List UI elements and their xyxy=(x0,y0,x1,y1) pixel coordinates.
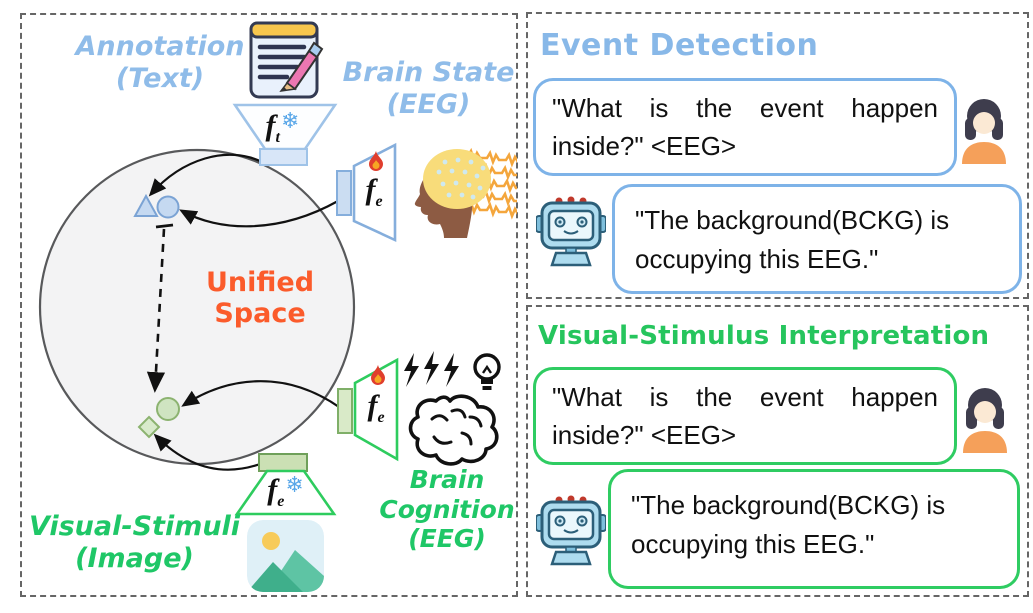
user-message-bubble: "What is the event happen inside?" <EEG> xyxy=(533,78,957,176)
unified-space-label: Unified Space xyxy=(205,267,315,330)
image-to-space-arrow xyxy=(153,433,264,471)
eeg-embedding-circle xyxy=(156,195,180,219)
snowflake-icon: ❄ xyxy=(281,109,300,134)
brain-encoder-output xyxy=(337,388,353,434)
image-encoder-funnel xyxy=(234,469,337,516)
lightning-bolts-icon xyxy=(404,351,459,387)
brain-cognition-icon xyxy=(404,351,501,466)
visual-stimulus-title: Visual-Stimulus Interpretation xyxy=(538,321,990,351)
flame-icon xyxy=(371,365,385,385)
snowflake-icon: ❄ xyxy=(285,473,304,498)
flame-icon xyxy=(369,151,383,171)
contrast-dashed-arrow xyxy=(146,228,166,393)
eeg-encoder-funnel xyxy=(352,142,397,243)
eeg-head-icon xyxy=(414,147,517,238)
visual-stimuli-label: Visual-Stimuli (Image) xyxy=(28,511,241,574)
image-encoder-label: fe❄ xyxy=(267,473,304,510)
brain-encoder-label: fe xyxy=(367,389,385,426)
robot-avatar-icon xyxy=(536,196,606,267)
image-embedding-diamond xyxy=(137,415,161,439)
image-encoder-output xyxy=(258,453,308,472)
brain-to-space-arrow xyxy=(181,380,340,408)
text-to-space-arrow xyxy=(148,153,263,197)
embedding-alignment-panel: ft❄ fe fe fe❄ Annotation (Text) Brain St… xyxy=(20,13,518,597)
brain-state-label: Brain State (EEG) xyxy=(342,57,515,120)
eeg-encoder-output xyxy=(336,170,352,216)
notepad-icon xyxy=(249,21,324,99)
text-encoder-label: ft❄ xyxy=(265,109,300,146)
brain-encoder-funnel xyxy=(353,357,399,462)
lightbulb-icon xyxy=(473,353,501,390)
robot-avatar-icon xyxy=(536,495,606,566)
brain-outline-icon xyxy=(408,394,499,466)
event-detection-title: Event Detection xyxy=(540,28,819,63)
user-avatar-icon xyxy=(963,388,1007,453)
bot-message-bubble: "The background(BCKG) is occupying this … xyxy=(612,184,1022,294)
contrast-tack xyxy=(155,223,174,229)
image-icon xyxy=(247,520,324,592)
text-encoder-output xyxy=(259,148,308,166)
eeg-encoder-label: fe xyxy=(365,173,383,210)
unified-space-scene xyxy=(38,103,399,516)
bot-message-bubble: "The background(BCKG) is occupying this … xyxy=(608,469,1020,589)
user-message-bubble: "What is the event happen inside?" <EEG> xyxy=(533,367,957,465)
visual-stimulus-panel: Visual-Stimulus Interpretation "What is … xyxy=(526,305,1029,597)
eeg-to-space-arrow xyxy=(179,200,339,228)
brain-embedding-circle xyxy=(156,397,180,421)
text-embedding-triangle xyxy=(133,193,159,217)
annotation-label: Annotation (Text) xyxy=(75,31,245,94)
user-avatar-icon xyxy=(962,99,1006,164)
event-detection-panel: Event Detection "What is the event happe… xyxy=(526,12,1029,299)
brain-cognition-label: Brain Cognition (EEG) xyxy=(379,465,515,553)
